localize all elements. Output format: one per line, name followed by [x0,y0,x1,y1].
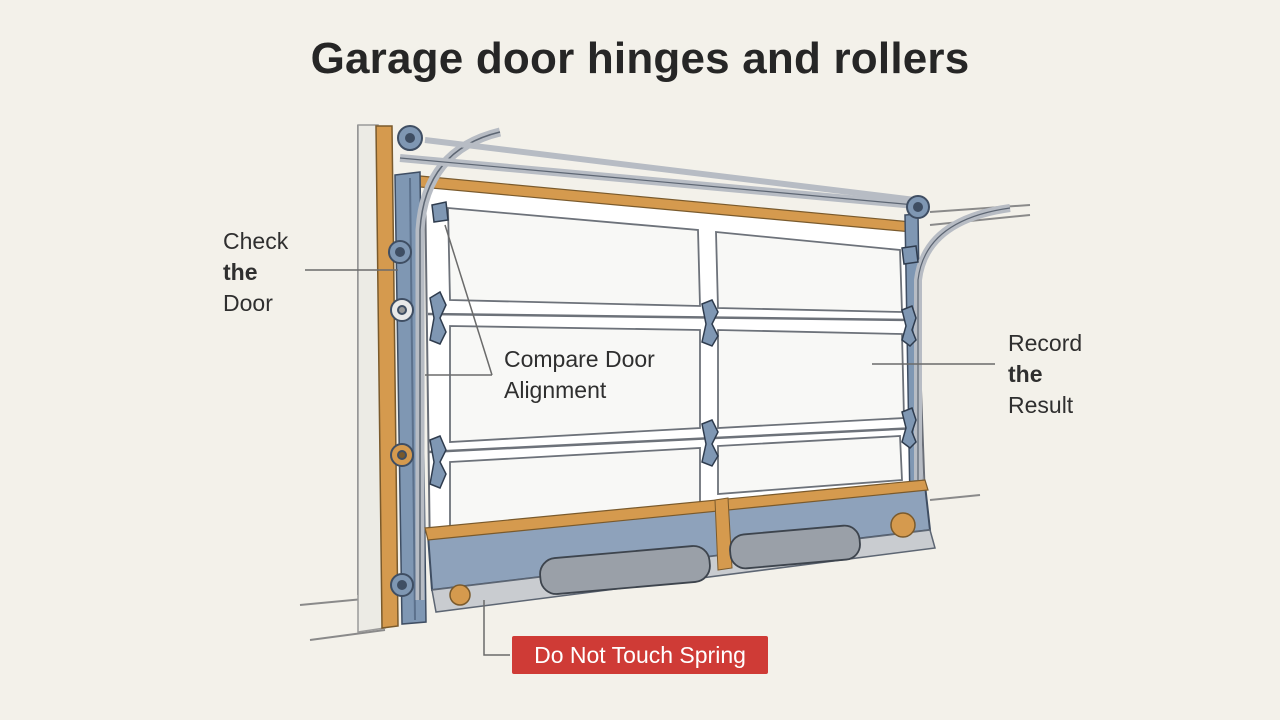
door-hinges [429,201,919,489]
spring-assembly [424,479,936,613]
callout-compare-alignment-line1: Compare Door [504,346,655,372]
door-panels [447,207,905,531]
roller-wheels [388,125,930,597]
panel-seams [427,312,919,454]
callout-compare-alignment: Compare Door Alignment [504,344,655,406]
page-title: Garage door hinges and rollers [310,34,970,83]
right-curved-track [914,204,1011,480]
callout-check-door: Check the Door [223,226,288,319]
callout-record-result-line3: Result [1008,392,1074,418]
callout-check-door-line3: Door [223,290,273,316]
callout-compare-alignment-line2: Alignment [504,377,607,403]
leader-lines [305,224,995,656]
callout-record-result-line1: Record [1008,330,1083,356]
callout-check-door-line1: Check [223,228,289,254]
callout-record-result-line2: the [1008,361,1043,387]
callout-record-result: Record the Result [1008,328,1082,421]
warning-badge: Do Not Touch Spring [512,636,768,674]
callout-check-door-line2: the [223,259,258,285]
top-horizontal-rail [399,137,916,209]
